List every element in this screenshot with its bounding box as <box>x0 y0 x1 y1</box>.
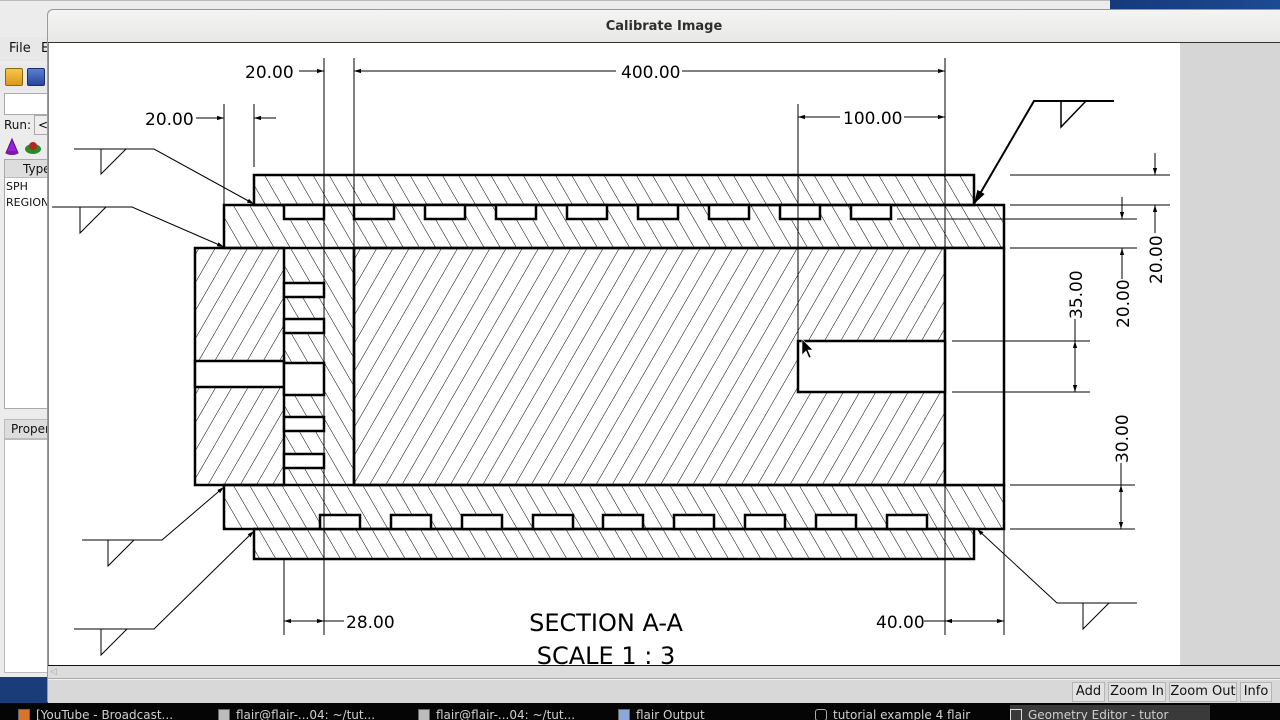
taskbar-item-geometry-editor[interactable]: Geometry Editor - tutor <box>1010 705 1210 720</box>
desktop-background-left <box>0 677 48 701</box>
dim-right-30: 30.00 <box>1113 414 1133 463</box>
dialog-button-bar: Add Zoom In Zoom Out Info <box>48 679 1280 703</box>
shape-toolbar <box>2 137 52 157</box>
calibrate-image-dialog: Calibrate Image <box>47 9 1280 703</box>
zoom-in-button[interactable]: Zoom In <box>1108 682 1166 702</box>
zoom-out-button[interactable]: Zoom Out <box>1169 682 1237 702</box>
open-folder-icon[interactable] <box>5 68 23 86</box>
properties-header: Proper <box>4 419 54 439</box>
run-label: Run: <box>4 118 32 132</box>
list-header-type[interactable]: Type <box>5 160 55 178</box>
flower-icon[interactable] <box>25 142 41 154</box>
list-row-sph[interactable]: SPH <box>6 180 28 193</box>
taskbar-item-tutorial[interactable]: tutorial example 4 flair <box>815 705 1005 720</box>
technical-drawing[interactable]: 20.00 20.00 400.00 100.00 28.00 40.00 20… <box>49 43 1181 670</box>
terminal-icon <box>218 709 230 720</box>
dialog-title: Calibrate Image <box>605 19 723 34</box>
firefox-icon <box>18 709 30 720</box>
save-disk-icon[interactable] <box>27 68 45 86</box>
scroll-left-icon[interactable]: ◁ <box>50 667 57 677</box>
menu-file[interactable]: File <box>9 41 31 56</box>
dim-right-20-inner: 20.00 <box>1114 279 1134 328</box>
dim-top-left-inner: 20.00 <box>145 110 194 130</box>
dim-bottom-left: 28.00 <box>346 613 395 633</box>
menu-edit[interactable]: E <box>41 41 50 56</box>
image-canvas[interactable]: 20.00 20.00 400.00 100.00 28.00 40.00 20… <box>48 43 1181 670</box>
section-title: SECTION A-A <box>529 609 683 637</box>
taskbar-item-output[interactable]: flair Output <box>618 705 808 720</box>
mouse-cursor-icon <box>801 338 814 359</box>
dim-right-35: 35.00 <box>1067 270 1087 319</box>
window-icon <box>618 709 630 720</box>
dim-top-overall: 400.00 <box>621 63 680 83</box>
taskbar-item-terminal-1[interactable]: flair@flair-...04: ~/tut... <box>218 705 408 720</box>
dim-top-left-outer: 20.00 <box>245 63 294 83</box>
terminal-icon <box>418 709 430 720</box>
taskbar-item-terminal-2[interactable]: flair@flair-...04: ~/tut... <box>418 705 608 720</box>
dim-bottom-right: 40.00 <box>876 613 925 633</box>
taskbar-item-browser[interactable]: [YouTube - Broadcast... <box>18 705 208 720</box>
list-row-region[interactable]: REGION <box>6 196 50 209</box>
info-button[interactable]: Info <box>1240 682 1272 702</box>
desktop-background <box>1110 0 1280 10</box>
taskbar: [YouTube - Broadcast... flair@flair-...0… <box>0 703 1280 720</box>
dim-top-right: 100.00 <box>843 109 902 129</box>
app-icon <box>1010 709 1022 720</box>
scale-label: SCALE 1 : 3 <box>537 642 675 665</box>
object-list[interactable]: Type SPH REGION <box>4 159 55 409</box>
dim-right-20-outer: 20.00 <box>1147 235 1167 284</box>
jar-icon <box>815 709 827 720</box>
horizontal-scrollbar[interactable]: ◁ <box>48 665 1280 679</box>
add-button[interactable]: Add <box>1072 682 1105 702</box>
canvas-margin <box>1180 43 1280 665</box>
dialog-titlebar[interactable]: Calibrate Image <box>48 10 1280 43</box>
cone-icon[interactable] <box>5 137 19 155</box>
